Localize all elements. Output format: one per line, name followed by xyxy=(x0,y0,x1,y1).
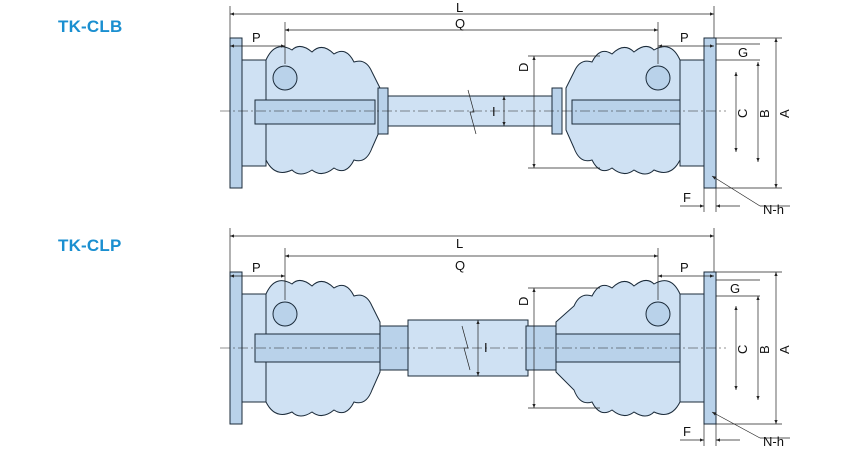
right-joint-ball xyxy=(645,301,671,327)
left-inner-shaft xyxy=(254,99,376,125)
right-joint-ball xyxy=(645,65,671,91)
dim-label-p-left: P xyxy=(252,30,261,45)
dim-label-c: C xyxy=(735,345,750,354)
dim-label-p-left: P xyxy=(252,260,261,275)
dim-label-q: Q xyxy=(455,16,465,31)
drawing-tk-clp: L Q P P D I G C B A xyxy=(220,228,792,449)
model-title-tk-clb: TK-CLB xyxy=(58,17,123,36)
right-yoke-body xyxy=(679,59,705,167)
break-mark xyxy=(461,325,471,371)
dim-label-p-right: P xyxy=(680,260,689,275)
dim-label-q: Q xyxy=(455,258,465,273)
model-title-tk-clp: TK-CLP xyxy=(58,236,122,255)
dim-label-b: B xyxy=(757,109,772,118)
dim-label-nh: N-h xyxy=(763,202,784,217)
dim-label-d: D xyxy=(516,63,531,72)
dim-label-l: L xyxy=(456,0,463,15)
dim-label-a: A xyxy=(777,345,792,354)
drawing-tk-clb: L Q P P D I G C B A xyxy=(220,0,792,217)
break-mark xyxy=(467,89,477,135)
left-flange xyxy=(229,37,243,189)
dim-label-g: G xyxy=(738,45,748,60)
dim-label-f: F xyxy=(683,190,691,205)
dim-label-a: A xyxy=(777,109,792,118)
right-inner-shaft xyxy=(571,99,691,125)
left-joint-ball xyxy=(272,65,298,91)
right-flange xyxy=(703,37,717,189)
dim-label-p-right: P xyxy=(680,30,689,45)
dim-label-c: C xyxy=(735,109,750,118)
dim-label-i: I xyxy=(484,340,488,355)
dim-label-b: B xyxy=(757,345,772,354)
dim-label-g: G xyxy=(730,281,740,296)
dim-label-d: D xyxy=(516,297,531,306)
dim-label-l: L xyxy=(456,236,463,251)
dim-label-i: I xyxy=(492,104,496,119)
left-joint-ball xyxy=(272,301,298,327)
dim-label-f: F xyxy=(683,424,691,439)
dim-label-nh: N-h xyxy=(763,434,784,449)
